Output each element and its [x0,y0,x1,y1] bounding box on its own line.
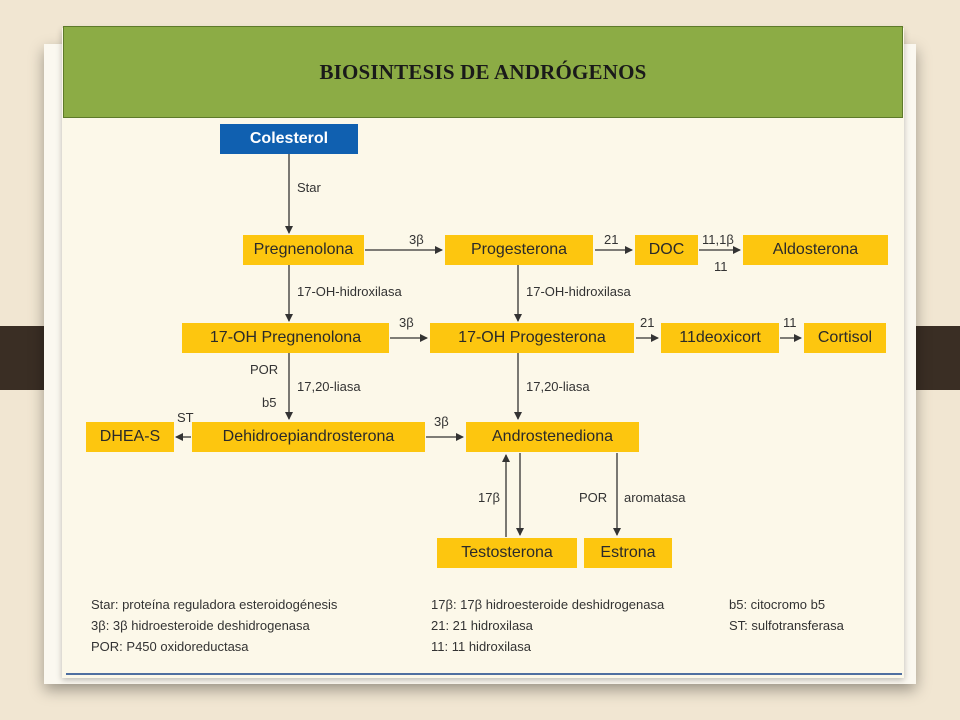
node-progesterona: Progesterona [445,235,593,265]
node-aldosterona: Aldosterona [743,235,888,265]
slide-title: BIOSINTESIS DE ANDRÓGENOS [319,59,647,84]
label-b5: b5 [262,395,276,410]
node-doc: DOC [635,235,698,265]
node-androstenediona: Androstenediona [466,422,639,452]
label-11-b: 11 [783,315,797,330]
legend-column-1: Star: proteína reguladora esteroidogénes… [91,594,337,657]
label-21-b: 21 [640,315,654,330]
label-hidroxilasa-b: 17-OH-hidroxilasa [526,284,632,299]
label-hidroxilasa-a: 17-OH-hidroxilasa [297,284,403,299]
legend-item: b5: citocromo b5 [729,597,826,612]
node-17oh-progesterona: 17-OH Progesterona [430,323,634,353]
node-dehidroepiandrosterona: Dehidroepiandrosterona [192,422,425,452]
label-3b-a: 3β [409,232,424,247]
legend-item: 11: 11 hidroxilasa [431,639,531,654]
label-st: ST [177,410,194,425]
node-17oh-pregnenolona: 17-OH Pregnenolona [182,323,389,353]
node-colesterol: Colesterol [220,124,358,154]
label-por-b: POR [579,490,607,505]
bottom-rule [66,673,902,675]
label-3b-b: 3β [399,315,414,330]
node-11deoxicort: 11deoxicort [661,323,779,353]
label-3b-c: 3β [434,414,449,429]
legend-item: Star: proteína reguladora esteroidogénes… [91,597,338,612]
legend-column-3: b5: citocromo b5 ST: sulfotransferasa [729,594,844,636]
label-star: Star [297,180,322,195]
node-cortisol: Cortisol [804,323,886,353]
label-liasa-b: 17,20-liasa [526,379,590,394]
node-dhea-s: DHEA-S [86,422,174,452]
label-aromatasa: aromatasa [624,490,686,505]
node-estrona: Estrona [584,538,672,568]
label-11-a: 11 [714,259,728,274]
title-banner: BIOSINTESIS DE ANDRÓGENOS [63,26,903,118]
legend-item: 21: 21 hidroxilasa [431,618,533,633]
legend-item: 17β: 17β hidroesteroide deshidrogenasa [431,597,665,612]
label-17b: 17β [478,490,500,505]
node-testosterona: Testosterona [437,538,577,568]
label-111b: 11,1β [702,232,734,247]
label-21-a: 21 [604,232,618,247]
label-por-a: POR [250,362,278,377]
legend-item: ST: sulfotransferasa [729,618,844,633]
slide-content [62,28,904,678]
node-pregnenolona: Pregnenolona [243,235,364,265]
label-liasa-a: 17,20-liasa [297,379,361,394]
legend-item: POR: P450 oxidoreductasa [91,639,249,654]
legend-column-2: 17β: 17β hidroesteroide deshidrogenasa 2… [431,594,664,657]
legend-item: 3β: 3β hidroesteroide deshidrogenasa [91,618,310,633]
